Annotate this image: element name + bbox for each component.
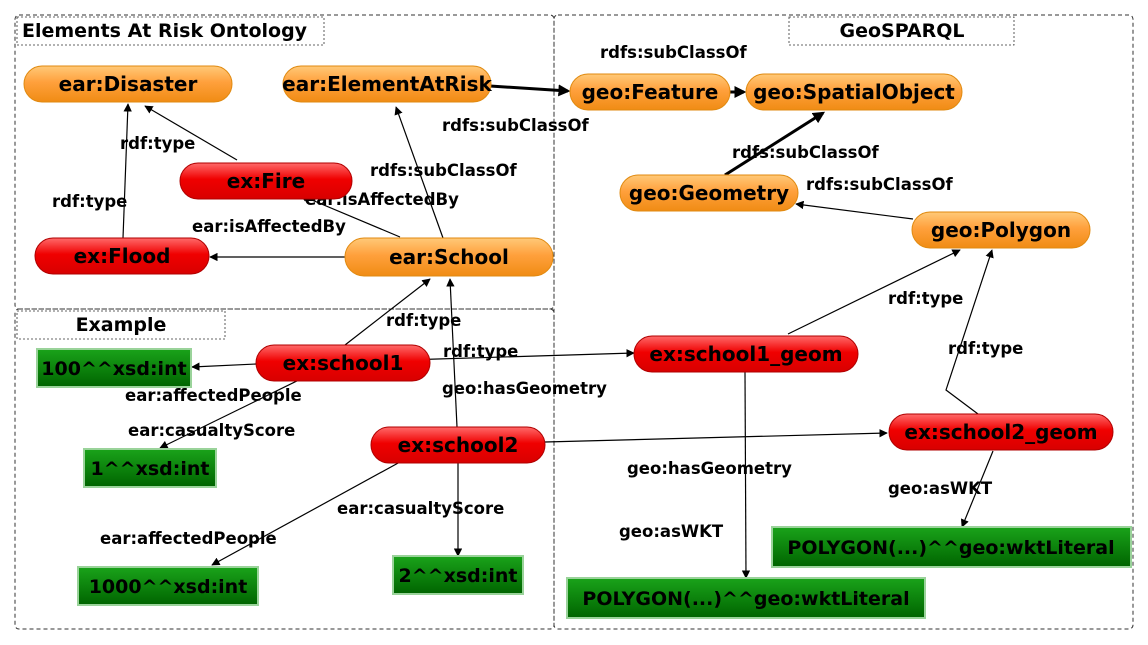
example-region bbox=[14, 308, 555, 630]
node-ear-school-label: ear:School bbox=[389, 245, 509, 269]
label-geom2-aswkt: geo:asWKT bbox=[888, 479, 993, 498]
literal-100-int-label: 100^^xsd:int bbox=[41, 358, 186, 380]
node-ex-school2-label: ex:school2 bbox=[398, 433, 519, 457]
label-school2-affected-people: ear:affectedPeople bbox=[100, 529, 277, 548]
edge-geom1-aswkt bbox=[741, 371, 751, 579]
edge-polygon-geometry bbox=[795, 200, 914, 220]
node-geo-spatial-object-label: geo:SpatialObject bbox=[753, 80, 955, 104]
literal-1000-int[interactable]: 1000^^xsd:int bbox=[77, 566, 259, 606]
label-feature-spatial: rdfs:subClassOf bbox=[600, 43, 747, 62]
edge-school1-type bbox=[344, 278, 431, 346]
label-school-affected-flood: ear:isAffectedBy bbox=[192, 217, 346, 236]
label-school1-affected-people: ear:affectedPeople bbox=[125, 386, 302, 405]
node-geo-spatial-object[interactable]: geo:SpatialObject bbox=[745, 73, 963, 111]
label-school-subclass: rdfs:subClassOf bbox=[370, 161, 517, 180]
edge-school2-has-geometry bbox=[544, 429, 888, 443]
node-ex-school2-geom[interactable]: ex:school2_geom bbox=[888, 413, 1114, 451]
node-geo-geometry-label: geo:Geometry bbox=[629, 181, 789, 205]
node-ex-flood[interactable]: ex:Flood bbox=[34, 237, 210, 275]
node-ex-school2-geom-label: ex:school2_geom bbox=[904, 420, 1097, 444]
literal-2-int-label: 2^^xsd:int bbox=[399, 565, 518, 587]
label-school2-has-geometry: geo:hasGeometry bbox=[442, 379, 607, 398]
label-school2-casualty: ear:casualtyScore bbox=[337, 499, 504, 518]
edge-school-subclass bbox=[394, 106, 444, 239]
label-geom1-type: rdf:type bbox=[888, 289, 963, 308]
edge-school2-affected-people bbox=[211, 461, 401, 566]
node-ear-disaster[interactable]: ear:Disaster bbox=[23, 65, 233, 103]
edge-school2-type bbox=[446, 278, 458, 428]
node-ear-element-at-risk-label: ear:ElementAtRisk bbox=[282, 72, 492, 96]
edge-school-affected-fire bbox=[299, 194, 401, 238]
literal-100-int[interactable]: 100^^xsd:int bbox=[36, 348, 192, 388]
literal-1-int[interactable]: 1^^xsd:int bbox=[83, 448, 217, 488]
node-ear-school[interactable]: ear:School bbox=[344, 237, 554, 277]
literal-wkt-geom2-label: POLYGON(...)^^geo:wktLiteral bbox=[787, 537, 1114, 559]
node-geo-polygon-label: geo:Polygon bbox=[931, 218, 1071, 242]
node-geo-feature[interactable]: geo:Feature bbox=[569, 73, 731, 111]
example-title: Example bbox=[76, 314, 167, 336]
geosparql-title: GeoSPARQL bbox=[840, 20, 965, 42]
node-ex-fire[interactable]: ex:Fire bbox=[179, 162, 353, 200]
node-ear-element-at-risk[interactable]: ear:ElementAtRisk bbox=[282, 65, 493, 103]
label-polygon-geometry: rdfs:subClassOf bbox=[806, 175, 953, 194]
ontology-title: Elements At Risk Ontology bbox=[22, 20, 308, 42]
edge-school1-affected-people bbox=[191, 362, 257, 371]
node-geo-feature-label: geo:Feature bbox=[582, 80, 719, 104]
node-ex-school1-label: ex:school1 bbox=[283, 351, 404, 375]
node-ex-school2[interactable]: ex:school2 bbox=[370, 426, 546, 464]
edge-geom1-type bbox=[787, 249, 961, 335]
ontology-title-box bbox=[16, 16, 325, 46]
node-geo-geometry[interactable]: geo:Geometry bbox=[619, 174, 799, 212]
literal-1000-int-label: 1000^^xsd:int bbox=[89, 576, 248, 598]
label-fire-type: rdf:type bbox=[120, 134, 195, 153]
node-ex-school1-geom-label: ex:school1_geom bbox=[649, 342, 842, 366]
label-school1-has-geometry: geo:hasGeometry bbox=[627, 459, 792, 478]
label-ear-feature: rdfs:subClassOf bbox=[442, 116, 589, 135]
label-geom2-type: rdf:type bbox=[948, 339, 1023, 358]
label-flood-type: rdf:type bbox=[52, 192, 127, 211]
label-school2-type: rdf:type bbox=[443, 342, 518, 361]
label-geometry-spatial: rdfs:subClassOf bbox=[732, 143, 879, 162]
node-ex-flood-label: ex:Flood bbox=[74, 244, 171, 268]
label-geom1-aswkt: geo:asWKT bbox=[619, 522, 724, 541]
literal-1-int-label: 1^^xsd:int bbox=[91, 458, 210, 480]
node-ex-fire-label: ex:Fire bbox=[227, 169, 305, 193]
edge-geom2-aswkt bbox=[960, 450, 994, 528]
node-geo-polygon[interactable]: geo:Polygon bbox=[911, 211, 1091, 249]
label-school1-type: rdf:type bbox=[386, 311, 461, 330]
edge-school1-casualty bbox=[159, 376, 306, 449]
label-school1-casualty: ear:casualtyScore bbox=[128, 421, 295, 440]
edge-flood-type bbox=[122, 103, 132, 239]
literal-2-int[interactable]: 2^^xsd:int bbox=[392, 555, 524, 595]
example-title-box bbox=[16, 310, 226, 340]
node-ear-disaster-label: ear:Disaster bbox=[59, 72, 198, 96]
literal-wkt-geom2[interactable]: POLYGON(...)^^geo:wktLiteral bbox=[771, 526, 1132, 568]
geosparql-title-box bbox=[788, 16, 1015, 46]
edge-geometry-spatial bbox=[724, 111, 826, 177]
node-ex-school1-geom[interactable]: ex:school1_geom bbox=[633, 335, 859, 373]
node-ex-school1[interactable]: ex:school1 bbox=[255, 344, 431, 382]
literal-wkt-geom1-label: POLYGON(...)^^geo:wktLiteral bbox=[582, 588, 909, 610]
edge-school1-has-geometry bbox=[404, 349, 635, 361]
edge-fire-type bbox=[144, 105, 238, 161]
edge-ear-feature bbox=[489, 84, 571, 97]
literal-wkt-geom1[interactable]: POLYGON(...)^^geo:wktLiteral bbox=[566, 577, 926, 619]
edge-geom2-type bbox=[945, 249, 994, 415]
